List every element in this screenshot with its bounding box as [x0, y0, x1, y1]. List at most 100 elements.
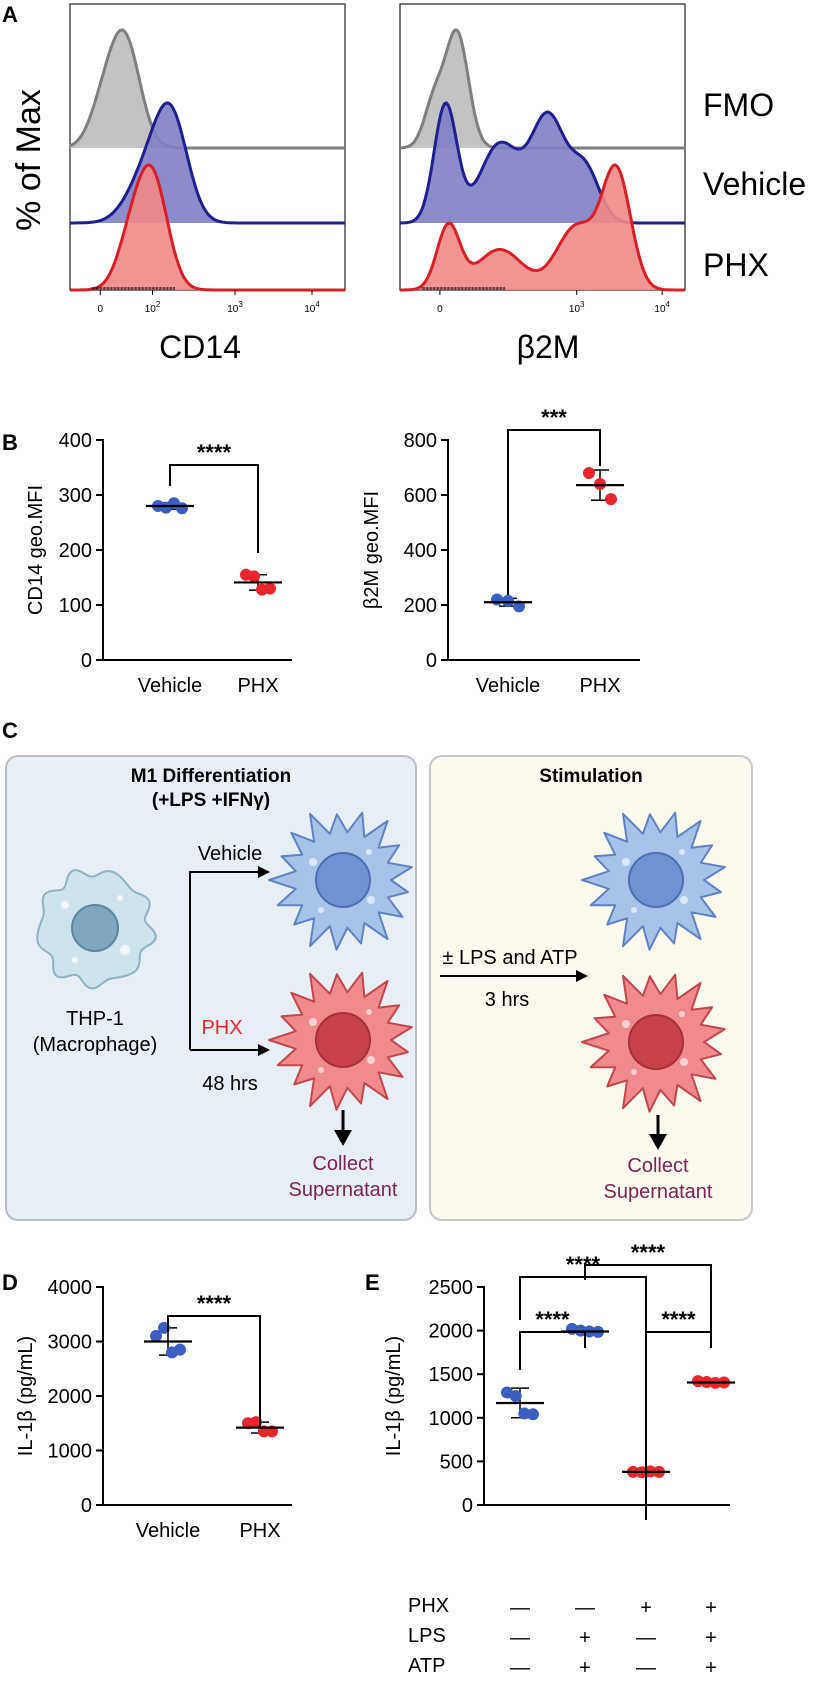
- y-tick-label: 100: [59, 595, 92, 617]
- m1-phx-cell-icon: [268, 971, 413, 1111]
- histogram-fill-phx: [400, 165, 685, 290]
- macrophage-label: (Macrophage): [33, 1034, 158, 1056]
- collect-supernatant-1: Supernatant: [289, 1179, 398, 1201]
- legend-phx: PHX: [703, 247, 769, 283]
- cell-vesicle: [309, 858, 317, 866]
- y-axis-label: IL-1β (pg/mL): [15, 1336, 37, 1456]
- histogram-fill-phx: [70, 165, 345, 290]
- data-point: [527, 1408, 539, 1421]
- y-tick-label: 800: [404, 430, 437, 452]
- significance-label: ****: [661, 1307, 696, 1332]
- legend-vehicle: Vehicle: [703, 166, 806, 202]
- cell-vesicle: [679, 1011, 685, 1017]
- x-tick-label: PHX: [237, 675, 278, 697]
- data-point: [513, 600, 525, 613]
- y-tick-label: 2500: [429, 1277, 474, 1299]
- cell-vesicle: [318, 1067, 324, 1073]
- condition-mark: —: [510, 1597, 530, 1619]
- cell-nucleus: [315, 852, 371, 908]
- cell-vesicle: [367, 896, 375, 904]
- stimulation-label: ± LPS and ATP: [442, 947, 577, 969]
- data-point: [605, 493, 617, 506]
- cell-vesicle: [622, 1020, 630, 1028]
- condition-mark: +: [579, 1657, 591, 1679]
- y-tick-label: 300: [59, 485, 92, 507]
- significance-bracket: [169, 464, 259, 553]
- data-point: [491, 593, 503, 606]
- y-tick-label: 3000: [48, 1332, 93, 1354]
- data-point: [518, 1407, 531, 1420]
- histogram-line-phx: [400, 163, 685, 292]
- cell-nucleus: [315, 1012, 371, 1068]
- significance-bracket: [507, 429, 601, 595]
- histogram-b2m-xlabel: β2M: [517, 329, 580, 365]
- arrowhead-phx-icon: [258, 1044, 270, 1056]
- condition-row-label: ATP: [408, 1655, 445, 1677]
- cell-vesicle: [367, 1056, 375, 1064]
- y-tick-label: 200: [59, 540, 92, 562]
- x-tick-label: PHX: [239, 1520, 280, 1542]
- histogram-fill-fmo: [400, 30, 685, 148]
- arrowhead-vehicle-icon: [258, 866, 270, 878]
- stimulation-arrowhead-icon: [576, 970, 588, 982]
- condition-mark: —: [510, 1627, 530, 1649]
- panel-c-schematic: M1 Differentiation (+LPS +IFNγ) Stimulat…: [5, 755, 753, 1221]
- time-3h-label: 3 hrs: [485, 989, 529, 1011]
- x-tick-label: Vehicle: [136, 1520, 201, 1542]
- cell-vesicle: [309, 1018, 317, 1026]
- significance-label: ****: [197, 1291, 232, 1316]
- y-tick-label: 0: [81, 650, 92, 672]
- axis-tick-label: 103: [569, 300, 585, 315]
- data-point: [583, 467, 595, 479]
- data-point: [176, 502, 188, 515]
- thp1-label: THP-1: [66, 1008, 124, 1030]
- stimulation-box: [429, 755, 753, 1221]
- cell-vesicle: [366, 1009, 372, 1015]
- panel-label-c: C: [2, 718, 18, 743]
- significance-bracket: [167, 1315, 261, 1428]
- y-tick-label: 2000: [48, 1386, 93, 1408]
- significance-label: ****: [197, 440, 232, 465]
- collect-label-1: Collect: [312, 1153, 374, 1175]
- x-tick-label: PHX: [579, 675, 620, 697]
- significance-label: ***: [541, 405, 567, 430]
- cell-vesicle: [680, 1058, 688, 1066]
- x-tick-label: Vehicle: [476, 675, 541, 697]
- cell-vesicle: [318, 907, 324, 913]
- y-tick-label: 1000: [48, 1441, 93, 1463]
- axis-tick-label: 102: [145, 300, 161, 315]
- m1-vehicle-cell-icon: [268, 811, 413, 951]
- y-axis-label: IL-1β (pg/mL): [383, 1336, 405, 1456]
- axis-tick-label: 0: [97, 304, 103, 315]
- condition-mark: —: [575, 1597, 595, 1619]
- condition-mark: —: [510, 1657, 530, 1679]
- panel-label-b: B: [2, 430, 18, 455]
- data-point: [692, 1375, 704, 1388]
- condition-mark: —: [636, 1627, 656, 1649]
- y-tick-label: 1500: [429, 1364, 474, 1386]
- condition-mark: +: [705, 1657, 717, 1679]
- axis-tick-label: 104: [304, 300, 320, 315]
- y-axis-label: β2M geo.MFI: [361, 491, 383, 609]
- data-point: [150, 1330, 162, 1343]
- condition-mark: +: [640, 1597, 652, 1619]
- y-tick-label: 0: [462, 1495, 473, 1517]
- x-tick-label: Vehicle: [138, 675, 203, 697]
- thp1-cell-icon: [36, 869, 157, 990]
- branch-arrow: [189, 871, 260, 1051]
- histogram-fill-vehicle: [400, 103, 685, 223]
- stim-vehicle-cell-icon: [581, 811, 726, 951]
- time-48h-label: 48 hrs: [202, 1073, 258, 1095]
- panel-a-ylabel: % of Max: [10, 89, 48, 231]
- histogram-cd14-xlabel: CD14: [159, 329, 241, 365]
- data-point: [248, 570, 260, 583]
- collect-label-2: Collect: [627, 1155, 689, 1177]
- cell-nucleus: [628, 852, 684, 908]
- y-tick-label: 400: [404, 540, 437, 562]
- axis-tick-label: 104: [654, 300, 670, 315]
- significance-label: ****: [535, 1307, 570, 1332]
- panel-label-e: E: [365, 1270, 380, 1295]
- histogram-line-phx: [70, 163, 345, 292]
